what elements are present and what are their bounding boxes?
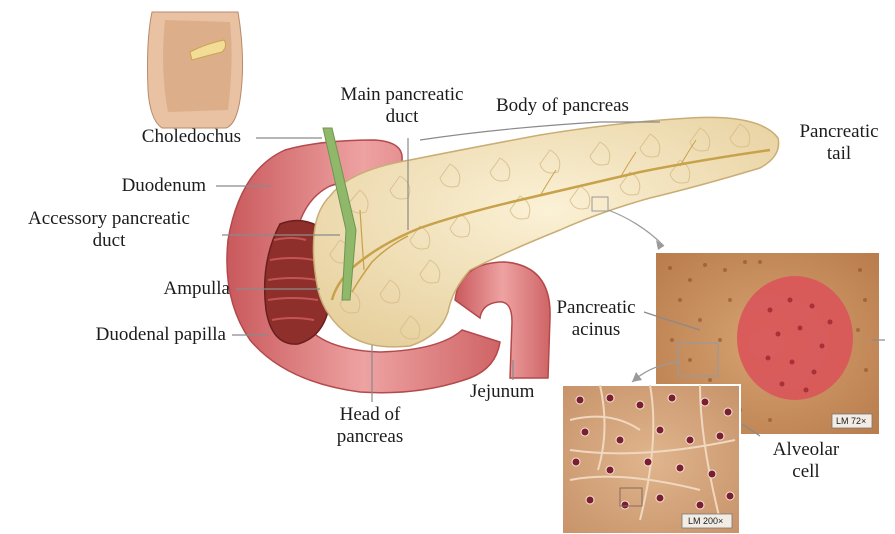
label-pancreatic-acinus: Pancreatic acinus [544,297,648,341]
label-duodenal-papilla: Duodenal papilla [96,324,226,346]
label-jejunum: Jejunum [470,381,534,403]
label-head-of-pancreas: Head of pancreas [318,404,422,448]
label-head-of-pancreas-line1: Head of [318,404,422,426]
label-duodenum: Duodenum [122,175,206,197]
label-pancreatic-acinus-line1: Pancreatic [544,297,648,319]
label-ampulla: Ampulla [164,278,231,300]
label-accessory-pancreatic-duct-line2: duct [4,230,214,252]
label-main-pancreatic-duct-line1: Main pancreatic [326,84,478,106]
label-body-of-pancreas: Body of pancreas [496,95,629,117]
label-accessory-pancreatic-duct-line1: Accessory pancreatic [4,208,214,230]
label-pancreatic-acinus-line2: acinus [544,319,648,341]
micrograph-scale-label-1: LM 72× [836,415,866,427]
label-alveolar-cell-line1: Alveolar [756,439,856,461]
label-pancreatic-tail: Pancreatic tail [790,121,888,165]
label-alveolar-cell-line2: cell [756,461,856,483]
label-choledochus: Choledochus [142,126,241,148]
label-main-pancreatic-duct: Main pancreatic duct [326,84,478,128]
label-alveolar-cell: Alveolar cell [756,439,856,483]
label-pancreatic-tail-line1: Pancreatic [790,121,888,143]
label-main-pancreatic-duct-line2: duct [326,106,478,128]
pancreatic-islet [737,276,853,400]
label-pancreatic-tail-line2: tail [790,143,888,165]
torso-thumbnail [148,12,243,128]
label-head-of-pancreas-line2: pancreas [318,426,422,448]
micrograph-scale-label-2: LM 200× [688,515,723,527]
label-accessory-pancreatic-duct: Accessory pancreatic duct [4,208,214,252]
micrograph-acinar-cells [562,385,740,534]
